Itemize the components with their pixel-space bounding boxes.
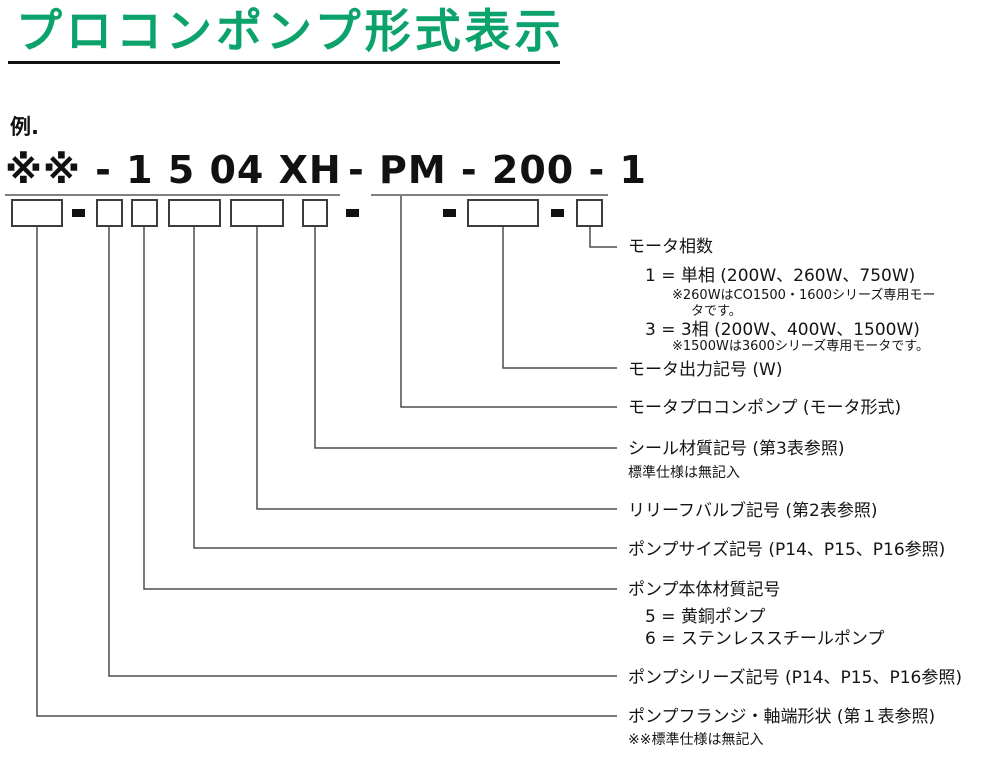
pump-body-option-1: 5 = 黄銅ポンプ [645, 607, 766, 627]
dash-separator-4 [551, 209, 564, 217]
connector-motor-output [502, 227, 617, 369]
label-pump-series: ポンプシリーズ記号 (P14、P15、P16参照) [628, 668, 962, 688]
pump-flange-note: ※※標準仕様は無記入 [628, 732, 764, 748]
motor-phase-note-1-line-2: タです。 [691, 304, 742, 319]
code-box-series [96, 199, 123, 227]
label-pump-size: ポンプサイズ記号 (P14、P15、P16参照) [628, 540, 946, 560]
connector-pump-size [193, 227, 617, 549]
code-box-relief-valve [230, 199, 284, 227]
model-code-right: - PM - 200 - 1 [348, 148, 647, 192]
label-pump-body-material: ポンプ本体材質記号 [628, 580, 781, 600]
label-motor-type: モータプロコンポンプ (モータ形式) [628, 398, 902, 418]
label-motor-phase: モータ相数 [628, 237, 713, 257]
connector-motor-type [400, 196, 617, 408]
connector-seal-material [314, 227, 617, 449]
code-box-seal [302, 199, 328, 227]
label-pump-flange: ポンプフランジ・軸端形状 (第１表参照) [628, 707, 936, 727]
label-seal-material: シール材質記号 (第3表参照) [628, 439, 845, 459]
label-relief-valve: リリーフバルブ記号 (第2表参照) [628, 501, 878, 521]
code-box-motor-output [467, 199, 539, 227]
dash-separator-3 [443, 209, 456, 217]
connector-pump-flange [36, 227, 617, 717]
motor-phase-note-1-line-1: ※260WはCO1500・1600シリーズ専用モー [672, 288, 936, 303]
connector-motor-phase [589, 227, 617, 248]
pump-body-option-2: 6 = ステンレススチールポンプ [645, 629, 885, 649]
motor-phase-option-1: 1 = 単相 (200W、260W、750W) [645, 266, 916, 286]
motor-phase-note-2: ※1500Wは3600シリーズ専用モータです。 [672, 339, 929, 354]
seal-material-note: 標準仕様は無記入 [628, 465, 740, 481]
code-box-motor-phase [576, 199, 603, 227]
example-label: 例. [10, 115, 39, 139]
dash-separator-1 [72, 209, 85, 217]
label-motor-output: モータ出力記号 (W) [628, 360, 783, 380]
connector-relief-valve [256, 227, 617, 510]
code-box-flange [11, 199, 63, 227]
dash-separator-2 [346, 209, 359, 217]
title-underline [8, 61, 560, 64]
motor-phase-option-2: 3 = 3相 (200W、400W、1500W) [645, 320, 920, 340]
connector-body-material [143, 227, 617, 590]
code-box-body-material [131, 199, 158, 227]
model-code-left: ※※ - 1 5 04 XH [5, 148, 342, 192]
connector-pump-series [108, 227, 617, 677]
page-title: プロコンポンプ形式表示 [16, 4, 565, 58]
code-box-size [168, 199, 221, 227]
